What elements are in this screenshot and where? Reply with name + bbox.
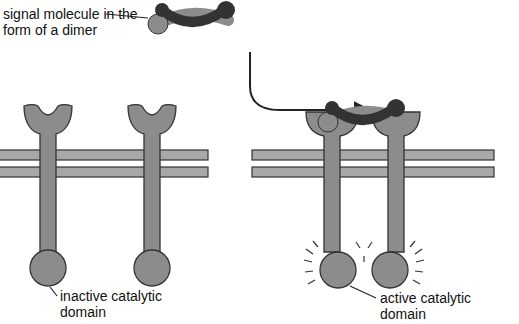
- activity-rays: [304, 241, 424, 284]
- callout-label: active catalytic domain: [380, 290, 510, 322]
- signal-dimer: [148, 1, 235, 34]
- bound-signal-dimer: [318, 99, 405, 132]
- process-arrow: [250, 52, 368, 110]
- leader-line: [50, 14, 376, 298]
- receptor-left: [24, 105, 176, 287]
- receptor-right: [306, 112, 420, 288]
- callout-label: signal molecule in the form of a dimer: [3, 6, 163, 38]
- cell-membrane: [0, 150, 494, 177]
- callout-label: inactive catalytic domain: [60, 288, 200, 320]
